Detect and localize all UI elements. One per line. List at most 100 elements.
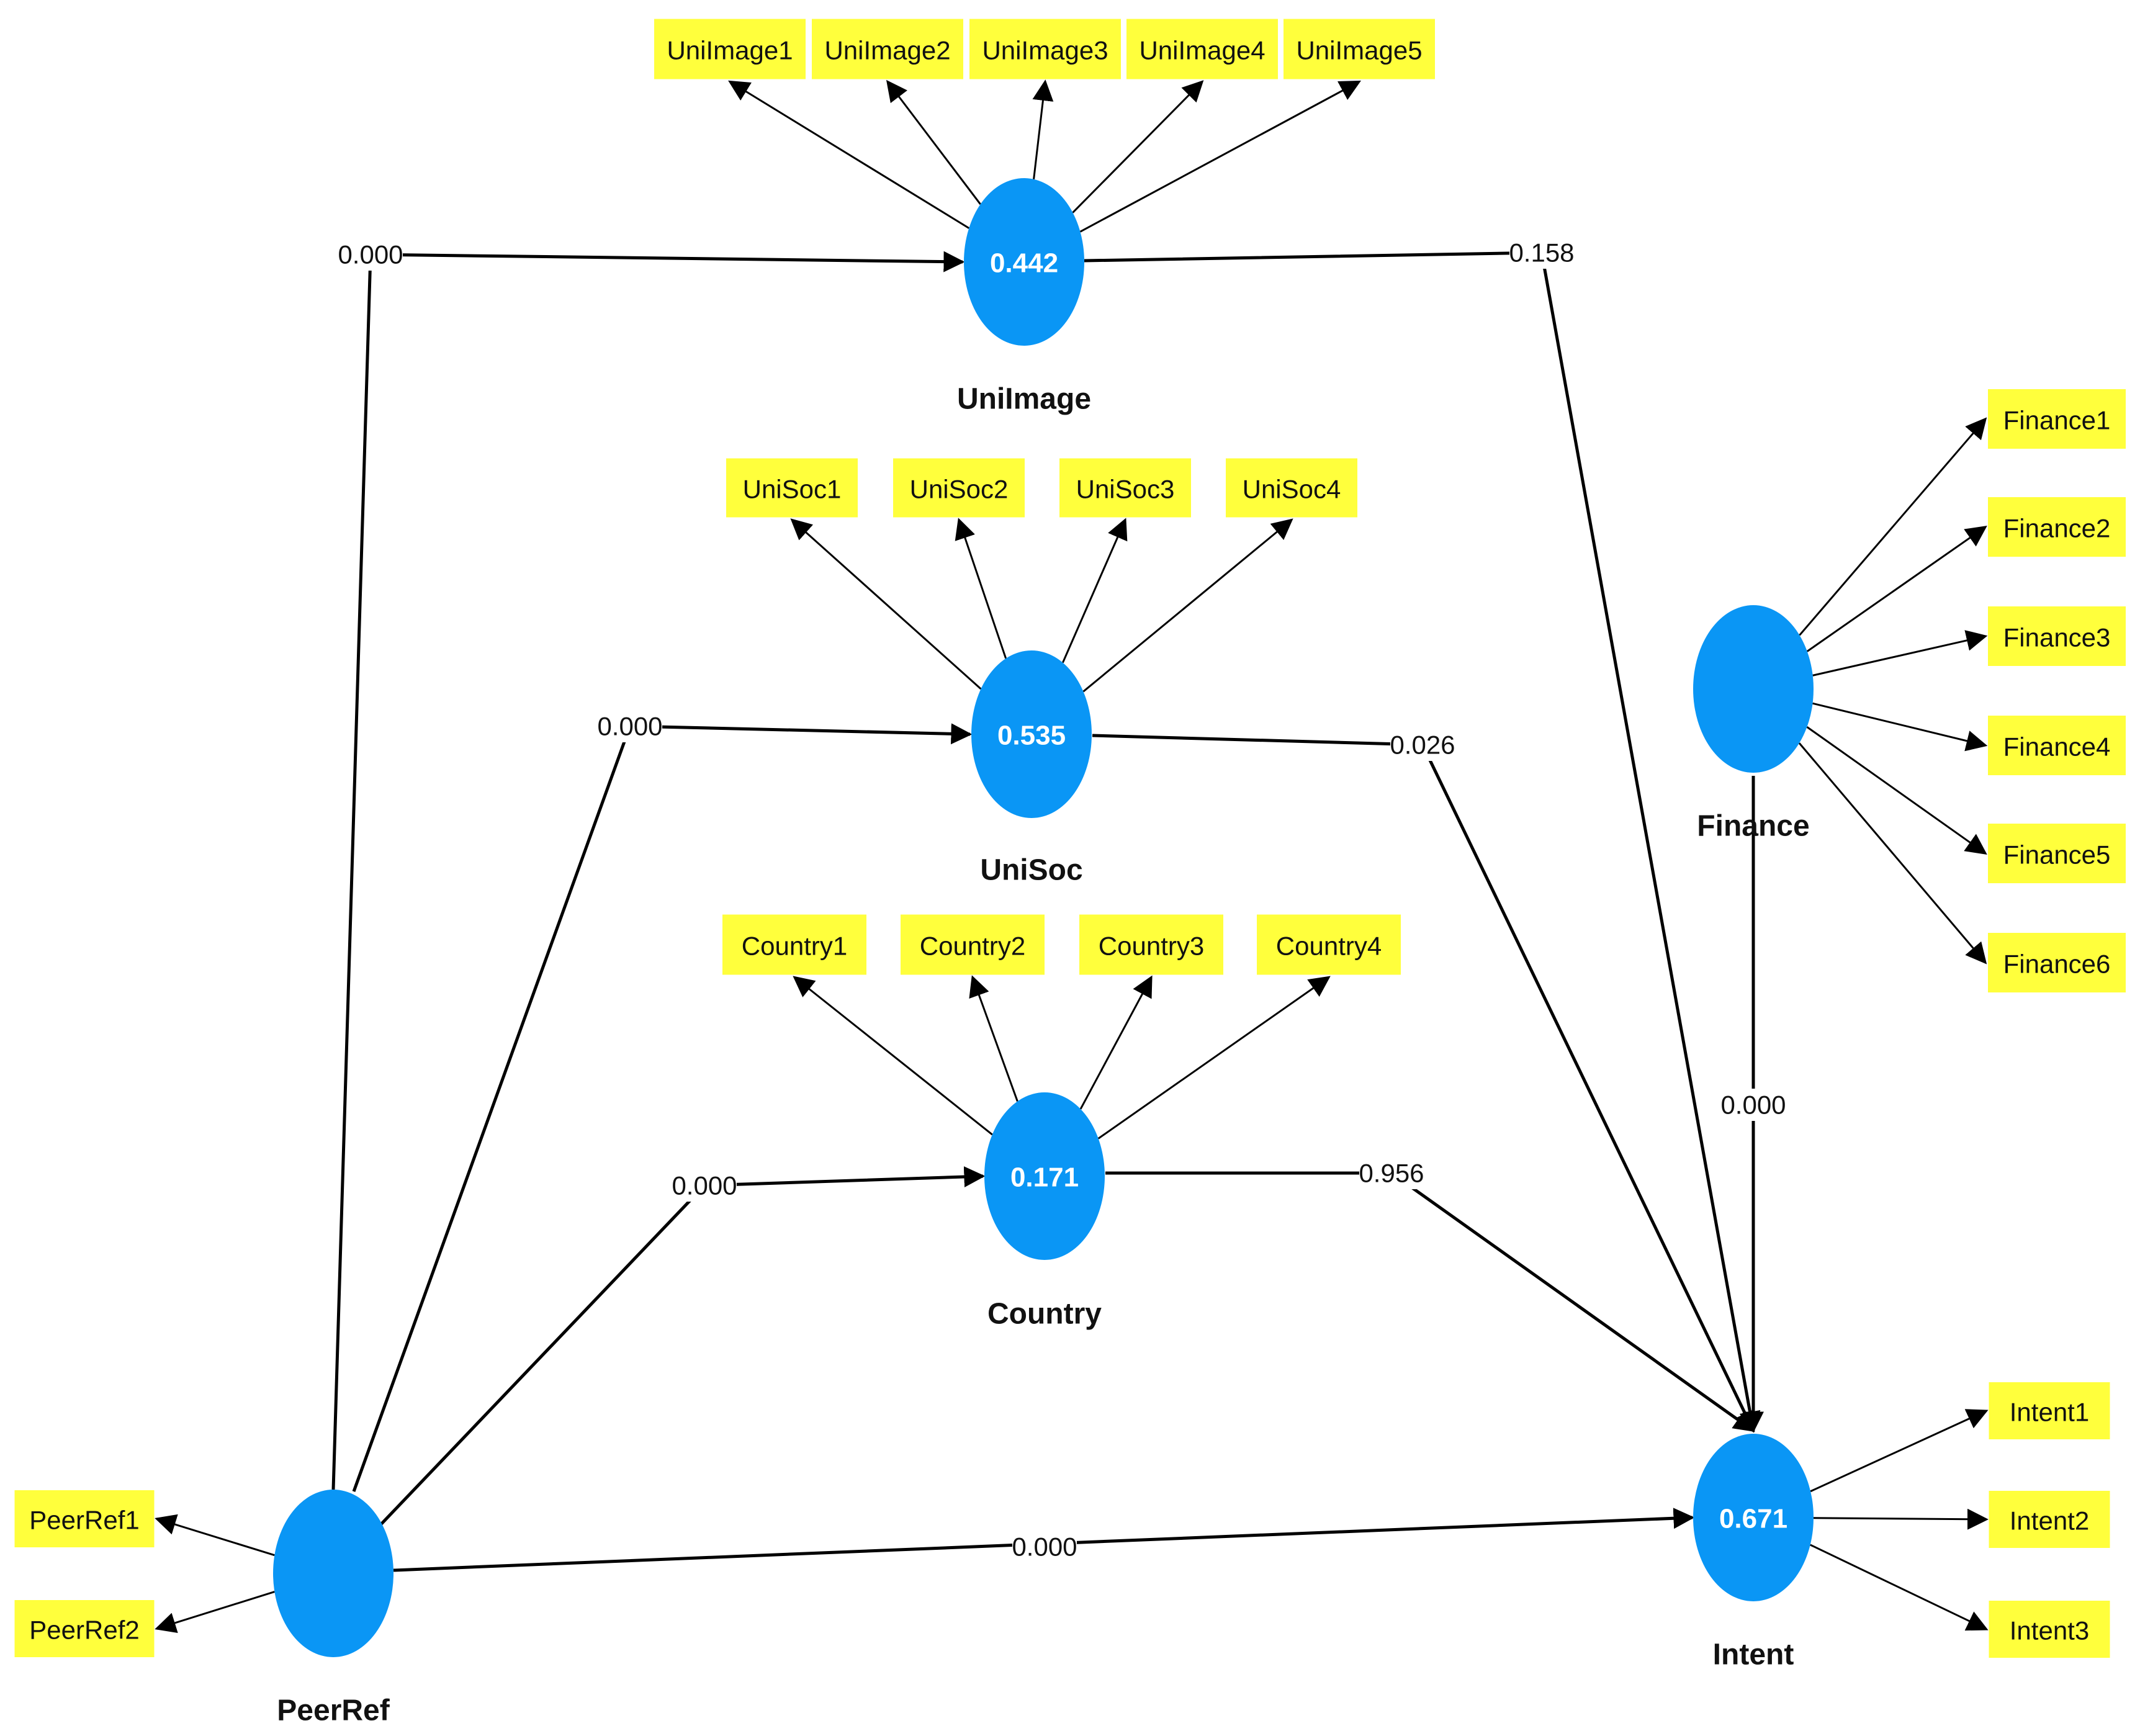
construct-circle xyxy=(971,650,1092,818)
path-value-peerref-to-unisoc: 0.000 xyxy=(597,710,663,742)
construct-r-squared: 0.171 xyxy=(1010,1163,1079,1193)
loading-arrow-intent2 xyxy=(1813,1508,1989,1530)
indicator-label: Country4 xyxy=(1276,932,1382,961)
indicator-peerref1: PeerRef1 xyxy=(14,1490,155,1547)
indicator-label: UniSoc2 xyxy=(910,475,1009,504)
path-value-peerref-to-intent: 0.000 xyxy=(1012,1531,1077,1563)
construct-r-squared: 0.535 xyxy=(997,721,1066,751)
loading-arrow-finance1 xyxy=(1799,417,1987,636)
path-arrow-country-to-intent xyxy=(1105,1171,1755,1432)
indicator-box xyxy=(1988,389,2126,449)
indicator-label: UniSoc3 xyxy=(1076,475,1175,504)
indicator-box xyxy=(1988,933,2126,992)
indicator-intent2: Intent2 xyxy=(1989,1491,2110,1548)
indicator-box xyxy=(1284,19,1435,79)
indicator-box xyxy=(654,19,806,79)
outer-loading-arrows xyxy=(155,79,1989,1634)
indicator-peerref2: PeerRef2 xyxy=(14,1600,155,1657)
construct-label: Finance xyxy=(1697,810,1809,843)
path-value-text: 0.000 xyxy=(1720,1091,1786,1120)
indicator-label: UniImage5 xyxy=(1296,36,1422,65)
indicator-label: UniImage3 xyxy=(982,36,1108,65)
indicator-box xyxy=(1126,19,1278,79)
path-value-text: 0.000 xyxy=(338,240,403,269)
indicator-uniimage2: UniImage2 xyxy=(812,19,963,79)
path-value-unisoc-to-intent: 0.026 xyxy=(1390,729,1455,761)
indicator-label: PeerRef2 xyxy=(29,1616,139,1645)
loading-arrow-finance2 xyxy=(1806,526,1987,652)
indicator-country3: Country3 xyxy=(1079,914,1223,975)
loading-arrow-uniimage5 xyxy=(1079,80,1361,233)
indicator-finance3: Finance3 xyxy=(1988,606,2126,666)
path-value-text: 0.000 xyxy=(1012,1532,1077,1562)
indicator-box xyxy=(1989,1382,2110,1439)
path-value-text: 0.956 xyxy=(1359,1159,1424,1188)
construct-label: Country xyxy=(987,1298,1102,1331)
construct-circle xyxy=(964,178,1084,346)
indicator-unisoc4: UniSoc4 xyxy=(1226,458,1357,518)
indicator-box xyxy=(1079,914,1223,975)
loading-arrow-peerref1 xyxy=(155,1514,275,1557)
indicator-unisoc2: UniSoc2 xyxy=(893,458,1025,518)
loading-arrow-unisoc2 xyxy=(955,518,1007,659)
construct-label: PeerRef xyxy=(277,1694,390,1727)
loading-arrow-intent3 xyxy=(1810,1544,1989,1631)
indicator-label: Country2 xyxy=(920,932,1025,961)
indicator-uniimage1: UniImage1 xyxy=(654,19,806,79)
loading-arrow-country4 xyxy=(1097,976,1331,1140)
indicator-label: UniImage1 xyxy=(667,36,793,65)
indicator-finance6: Finance6 xyxy=(1988,933,2126,992)
loading-arrow-uniimage3 xyxy=(1032,79,1054,179)
structural-path-arrows xyxy=(331,251,1764,1572)
loading-arrow-peerref2 xyxy=(155,1591,275,1634)
path-arrow-peerref-to-uniimage xyxy=(331,251,965,1490)
loading-arrow-finance6 xyxy=(1798,742,1987,965)
construct-label: Intent xyxy=(1713,1639,1794,1671)
indicator-box xyxy=(1989,1601,2110,1658)
indicator-box xyxy=(1988,606,2126,666)
indicator-label: Finance5 xyxy=(2003,840,2111,870)
indicator-intent3: Intent3 xyxy=(1989,1601,2110,1658)
indicator-uniimage5: UniImage5 xyxy=(1284,19,1435,79)
loading-arrow-uniimage4 xyxy=(1072,80,1204,214)
indicator-box xyxy=(1988,716,2126,775)
path-value-background xyxy=(338,238,403,271)
indicator-box xyxy=(1989,1491,2110,1548)
path-value-background xyxy=(598,710,662,742)
indicator-label: Finance3 xyxy=(2003,623,2111,652)
loading-arrow-unisoc1 xyxy=(790,518,982,690)
indicator-label: UniSoc1 xyxy=(743,475,842,504)
indicator-label: Intent3 xyxy=(2010,1616,2089,1645)
indicator-box xyxy=(901,914,1045,975)
path-arrow-unisoc-to-intent xyxy=(1092,734,1755,1433)
path-value-background xyxy=(1509,236,1574,269)
construct-r-squared: 0.442 xyxy=(990,248,1058,279)
indicator-country1: Country1 xyxy=(722,914,866,975)
indicator-finance2: Finance2 xyxy=(1988,497,2126,557)
indicator-box xyxy=(14,1490,155,1547)
path-value-text: 0.026 xyxy=(1390,731,1455,760)
indicator-label: Country3 xyxy=(1099,932,1204,961)
path-value-background xyxy=(1390,729,1455,761)
path-value-text: 0.000 xyxy=(672,1171,737,1200)
indicator-label: UniImage2 xyxy=(824,36,950,65)
indicator-box xyxy=(1257,914,1401,975)
construct-r-squared: 0.671 xyxy=(1719,1504,1787,1534)
path-arrow-peerref-to-unisoc xyxy=(352,723,973,1492)
path-value-text: 0.158 xyxy=(1509,238,1574,268)
path-value-peerref-to-uniimage: 0.000 xyxy=(338,238,403,271)
construct-label: UniSoc xyxy=(980,854,1082,887)
path-value-country-to-intent: 0.956 xyxy=(1359,1157,1424,1189)
indicator-box xyxy=(969,19,1121,79)
indicator-box xyxy=(726,458,858,518)
path-value-uniimage-to-intent: 0.158 xyxy=(1509,236,1575,269)
indicator-unisoc3: UniSoc3 xyxy=(1059,458,1191,518)
indicator-finance4: Finance4 xyxy=(1988,716,2126,775)
path-value-labels: 0.000 0.000 0.000 0.000 0.158 0.026 0.956 0.000 xyxy=(338,236,1786,1563)
